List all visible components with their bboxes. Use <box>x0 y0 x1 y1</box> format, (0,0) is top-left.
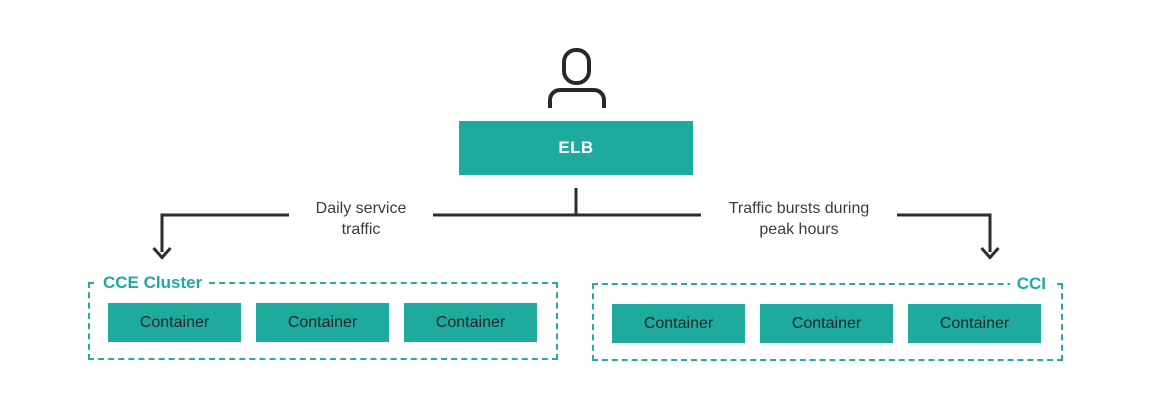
container-node: Container <box>612 304 745 343</box>
person-head-icon <box>562 48 591 85</box>
right-branch-label: Traffic bursts during peak hours <box>701 198 897 240</box>
right-branch-label-line1: Traffic bursts during <box>728 200 870 217</box>
cci-containers-row: Container Container Container <box>612 304 1041 343</box>
cce-cluster-box: CCE Cluster Container Container Containe… <box>88 272 558 360</box>
cce-containers-row: Container Container Container <box>108 303 537 342</box>
person-shoulders-icon <box>548 88 606 108</box>
cce-cluster-label: CCE Cluster <box>96 272 210 293</box>
cci-label: CCI <box>1009 273 1053 294</box>
left-arrowhead-icon <box>152 246 172 260</box>
container-node: Container <box>256 303 389 342</box>
elb-node: ELB <box>459 121 693 175</box>
right-arrowhead-icon <box>980 246 1000 260</box>
left-branch-label-line1: Daily service <box>315 200 407 217</box>
container-node: Container <box>908 304 1041 343</box>
left-branch-label: Daily service traffic <box>289 198 433 240</box>
left-branch-label-line2: traffic <box>341 221 381 238</box>
elb-label: ELB <box>558 138 594 157</box>
container-node: Container <box>404 303 537 342</box>
right-branch-label-line2: peak hours <box>759 221 839 238</box>
container-node: Container <box>108 303 241 342</box>
container-node: Container <box>760 304 893 343</box>
cci-box: CCI Container Container Container <box>592 273 1063 361</box>
